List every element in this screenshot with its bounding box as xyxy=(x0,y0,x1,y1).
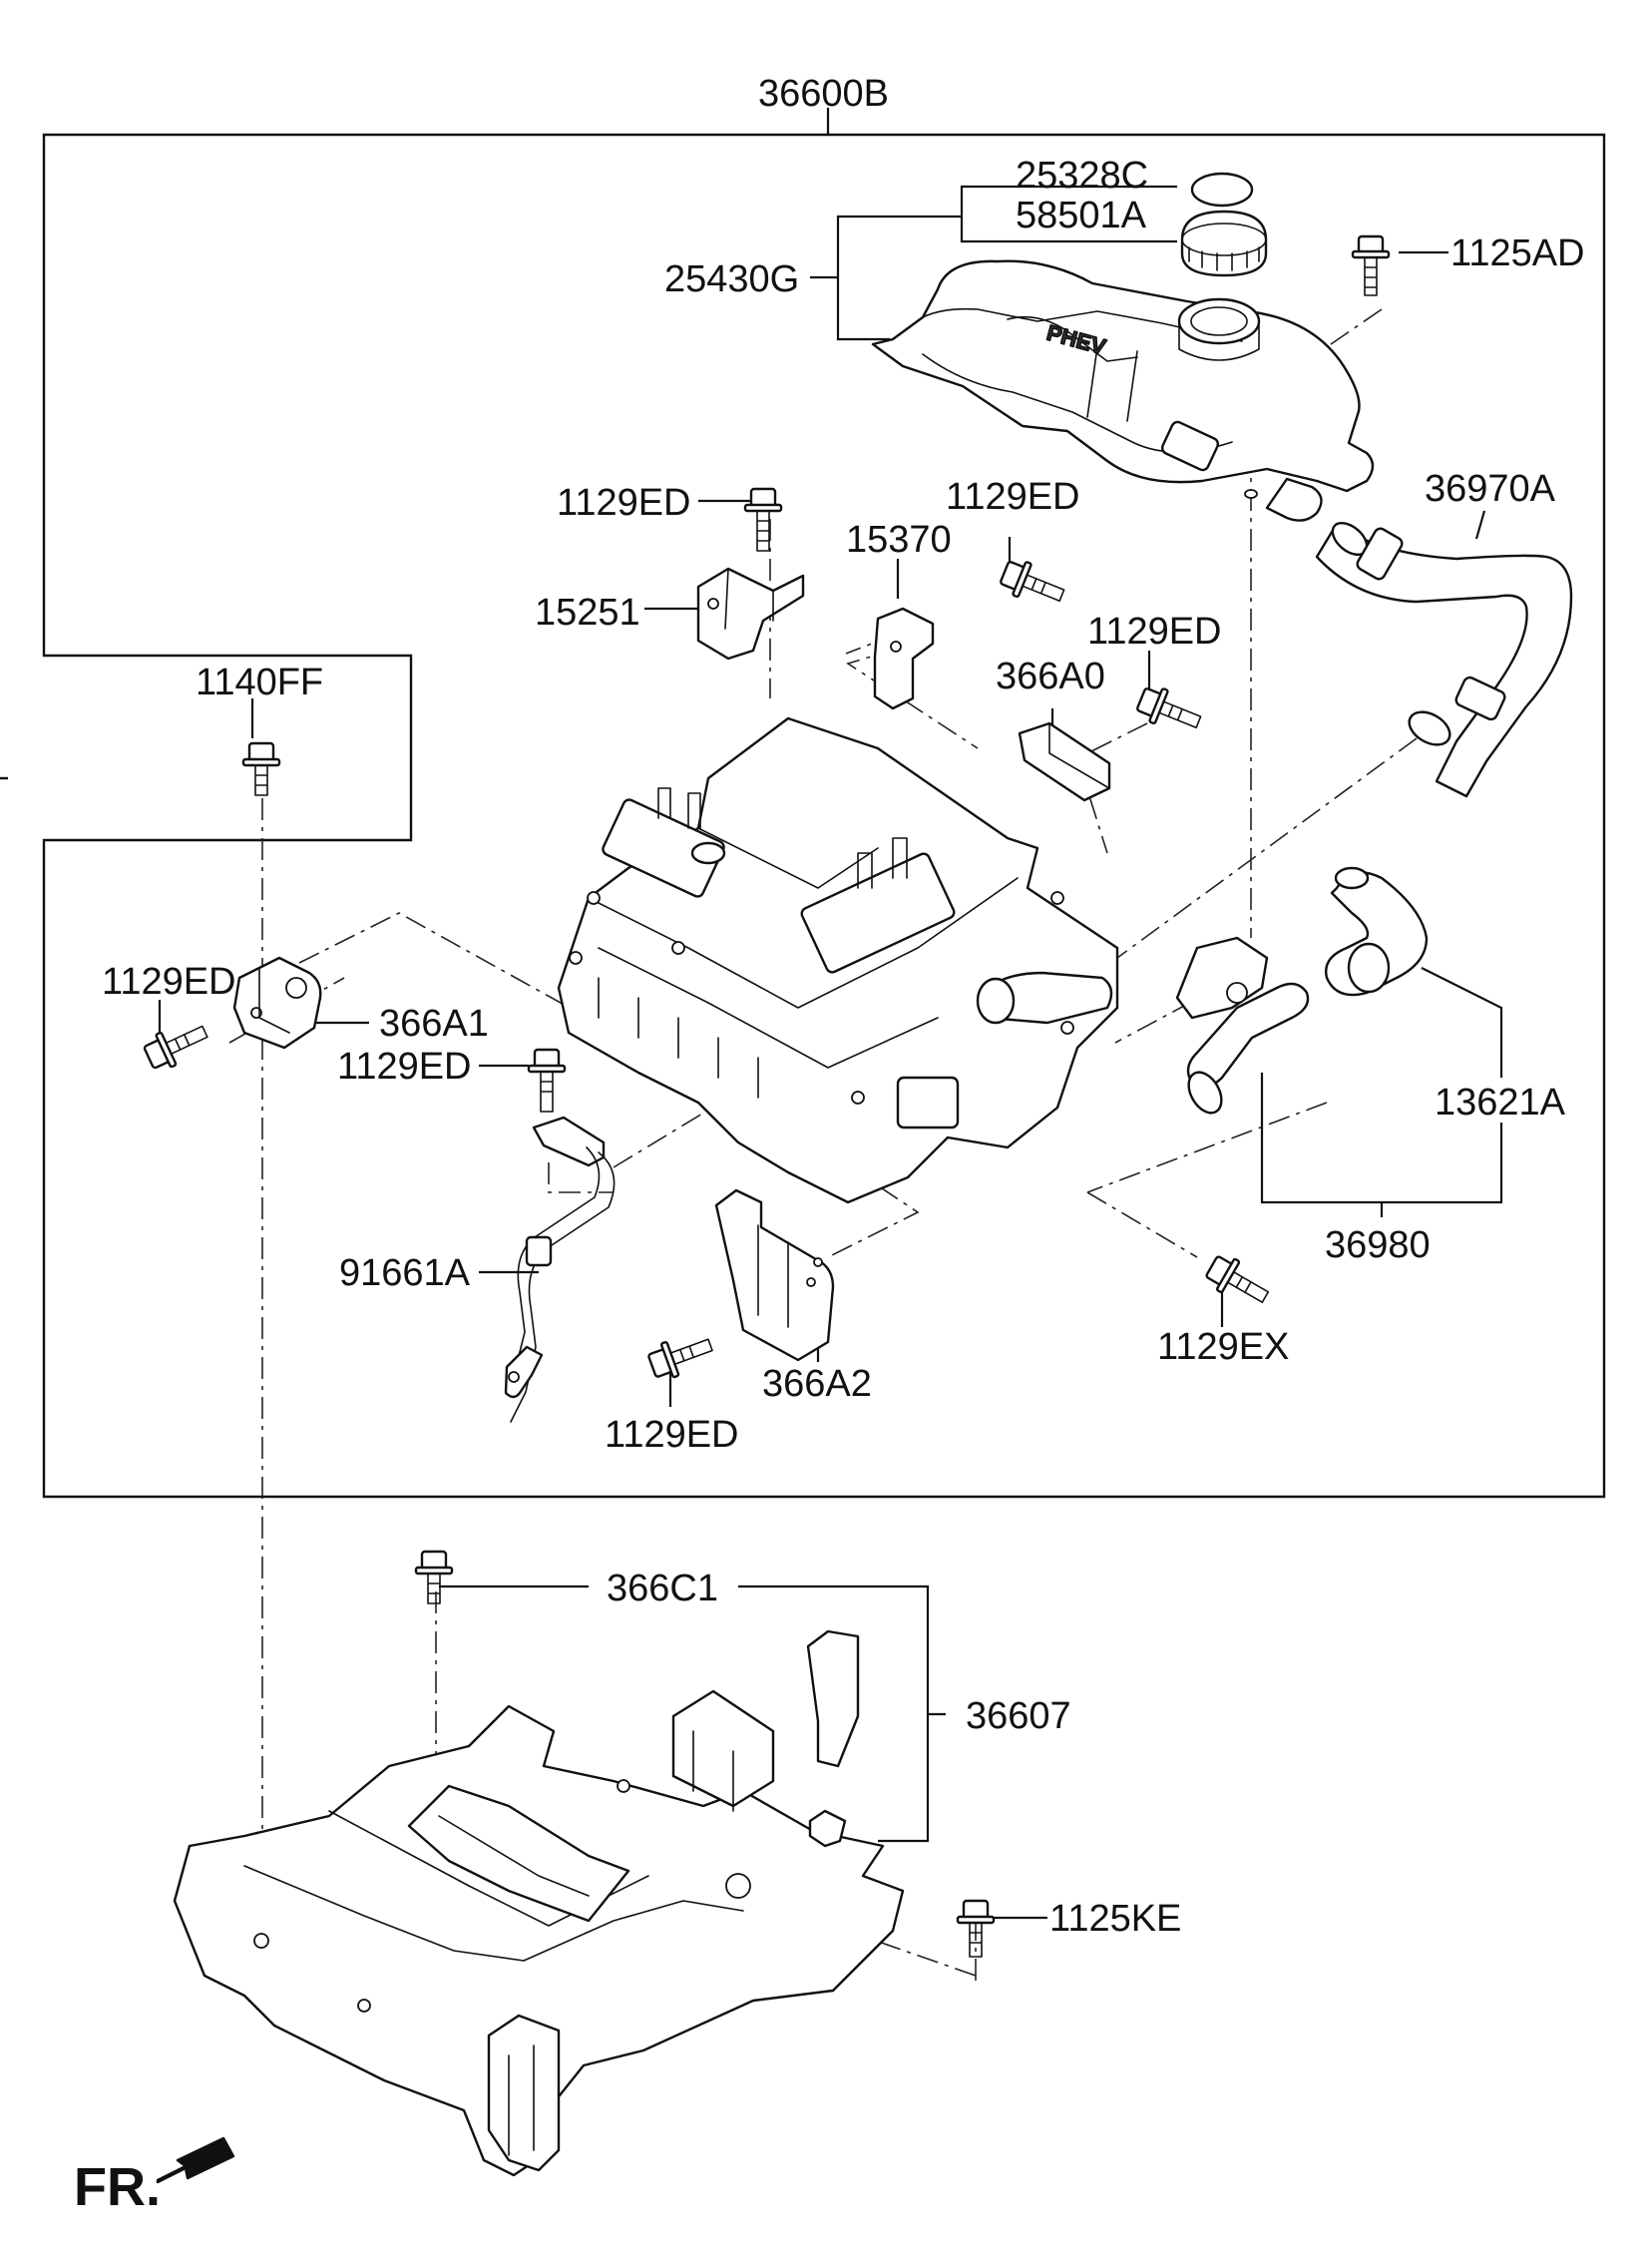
label-bolt-366a0: 1129ED xyxy=(1087,611,1222,653)
label-bolt-ground: 1129ED xyxy=(337,1046,472,1088)
bracket-366a2-part xyxy=(714,1188,835,1362)
hose-13621a-part xyxy=(1325,866,1429,997)
bolt-1129ed-15370 xyxy=(1000,561,1065,603)
label-bracket-366a0: 366A0 xyxy=(996,656,1105,697)
label-bolt-left: 1129ED xyxy=(102,961,236,1003)
label-bolt-reservoir: 1125AD xyxy=(1450,232,1585,274)
label-bracket-15251: 15251 xyxy=(535,592,640,634)
bolt-1129ex xyxy=(1205,1255,1270,1303)
bolt-1125ke xyxy=(956,1899,996,1958)
upper-hose-part xyxy=(1315,521,1573,798)
label-bolt-1129ex: 1129EX xyxy=(1157,1326,1289,1368)
label-bolt-15251: 1129ED xyxy=(557,482,691,524)
front-arrow-icon xyxy=(156,2136,235,2184)
bolt-1129ed-366a0 xyxy=(1136,687,1202,729)
label-assembly: 36600B xyxy=(758,73,889,115)
bracket-366a0-part xyxy=(1018,721,1111,802)
label-ground-cable: 91661A xyxy=(339,1252,471,1294)
label-bolt-1140ff: 1140FF xyxy=(196,662,323,703)
inverter-unit-part xyxy=(557,716,1119,1204)
ground-cable-part xyxy=(504,1116,616,1423)
label-reservoir: 25430G xyxy=(664,258,799,300)
tray-36607-part xyxy=(173,1629,905,2177)
label-bolt-366c1: 366C1 xyxy=(607,1568,718,1609)
label-bracket-366a2: 366A2 xyxy=(762,1363,872,1405)
label-cap: 58501A xyxy=(1016,195,1147,236)
front-indicator-label: FR. xyxy=(74,2157,161,2217)
label-hose-set: 36980 xyxy=(1325,1224,1431,1266)
bolt-1140ff xyxy=(241,741,281,796)
label-tray: 36607 xyxy=(966,1695,1071,1737)
bolt-366c1 xyxy=(414,1550,454,1604)
label-gasket: 25328C xyxy=(1016,155,1148,197)
bolt-1129ed-bottom xyxy=(647,1338,713,1379)
bracket-366a1-part xyxy=(232,956,322,1050)
label-hose-upper: 36970A xyxy=(1425,468,1556,510)
part-labels: 36600B 25328C 58501A 25430G 1125AD 36970… xyxy=(74,73,1585,2217)
label-bolt-15370: 1129ED xyxy=(946,476,1080,518)
bolt-1129ed-left xyxy=(143,1025,208,1070)
bracket-15370-part xyxy=(873,607,935,710)
bracket-15251-part xyxy=(696,567,805,661)
gasket-part xyxy=(1190,172,1254,208)
leader-lines xyxy=(158,108,1503,1920)
hose-36980-part xyxy=(1175,936,1310,1115)
label-hose-13621a: 13621A xyxy=(1435,1082,1566,1124)
bolt-1129ed-top xyxy=(743,487,783,552)
label-bolt-bottom: 1129ED xyxy=(605,1414,739,1456)
label-bracket-366a1: 366A1 xyxy=(379,1003,489,1045)
bolt-1125ad xyxy=(1351,234,1391,296)
assembly-frame xyxy=(42,133,1606,1499)
cap-part xyxy=(1180,210,1268,277)
label-bolt-1125ke: 1125KE xyxy=(1049,1898,1181,1940)
reservoir-tank-part: PHEV xyxy=(871,259,1375,522)
label-bracket-15370: 15370 xyxy=(846,519,952,561)
bolt-1129ed-ground xyxy=(527,1048,567,1113)
